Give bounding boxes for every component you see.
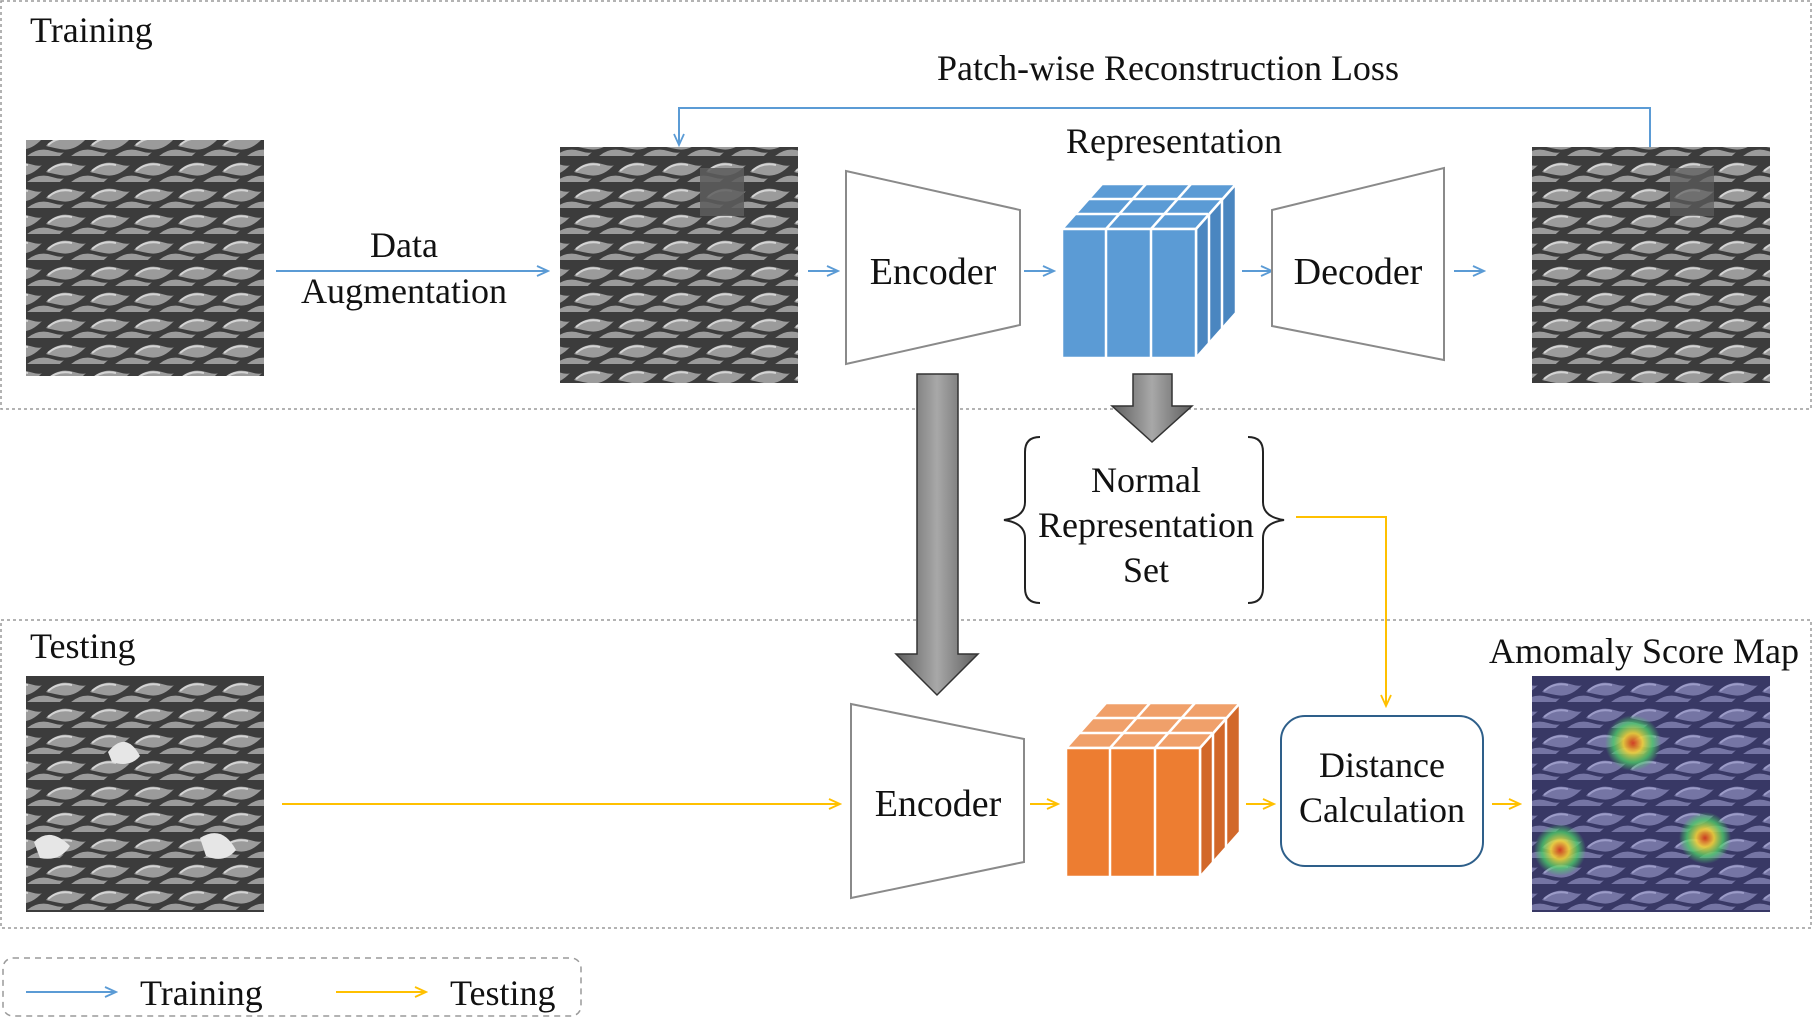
- input-image: [26, 140, 264, 376]
- augmented-image: [560, 147, 798, 383]
- legend-training-label: Training: [140, 973, 263, 1013]
- test-image: [26, 676, 264, 912]
- reconstructed-image: [1532, 147, 1770, 383]
- set-to-distance-arrow: [1296, 516, 1386, 706]
- shared-encoder-arrow: [894, 373, 980, 697]
- encoder-block-test: [850, 702, 1025, 900]
- legend-box: [2, 957, 582, 1017]
- normal-set-label-2: Representation: [1038, 505, 1254, 545]
- augmentation-label-1: Data: [370, 225, 438, 265]
- left-brace: [1003, 436, 1041, 604]
- right-brace: [1247, 436, 1285, 604]
- distance-calculation-box: [1280, 715, 1484, 867]
- decoder-label: Decoder: [1294, 251, 1423, 293]
- score-map-image: [1532, 676, 1770, 912]
- testing-section-title: Testing: [30, 626, 135, 666]
- normal-set-label-1: Normal: [1091, 460, 1201, 500]
- distance-label-1: Distance: [1319, 745, 1445, 785]
- representation-cube: [1059, 180, 1239, 362]
- encoder-block-train: [845, 169, 1021, 366]
- loss-feedback-arrow: [679, 107, 1651, 147]
- decoder-block: [1271, 166, 1445, 362]
- testing-section-frame: [0, 619, 1812, 929]
- representation-label: Representation: [1066, 121, 1282, 161]
- score-map-label: Amomaly Score Map: [1489, 631, 1799, 671]
- store-representation-arrow: [1110, 373, 1194, 444]
- distance-label-2: Calculation: [1299, 790, 1465, 830]
- encoder-label-test: Encoder: [875, 783, 1002, 825]
- loss-label: Patch-wise Reconstruction Loss: [937, 48, 1399, 88]
- augmentation-label-2: Augmentation: [301, 271, 507, 311]
- training-section-frame: [0, 0, 1812, 410]
- training-section-title: Training: [30, 10, 153, 50]
- test-representation-cube: [1063, 699, 1243, 881]
- normal-set-label-3: Set: [1123, 550, 1169, 590]
- encoder-label-train: Encoder: [870, 251, 997, 293]
- legend-testing-label: Testing: [450, 973, 555, 1013]
